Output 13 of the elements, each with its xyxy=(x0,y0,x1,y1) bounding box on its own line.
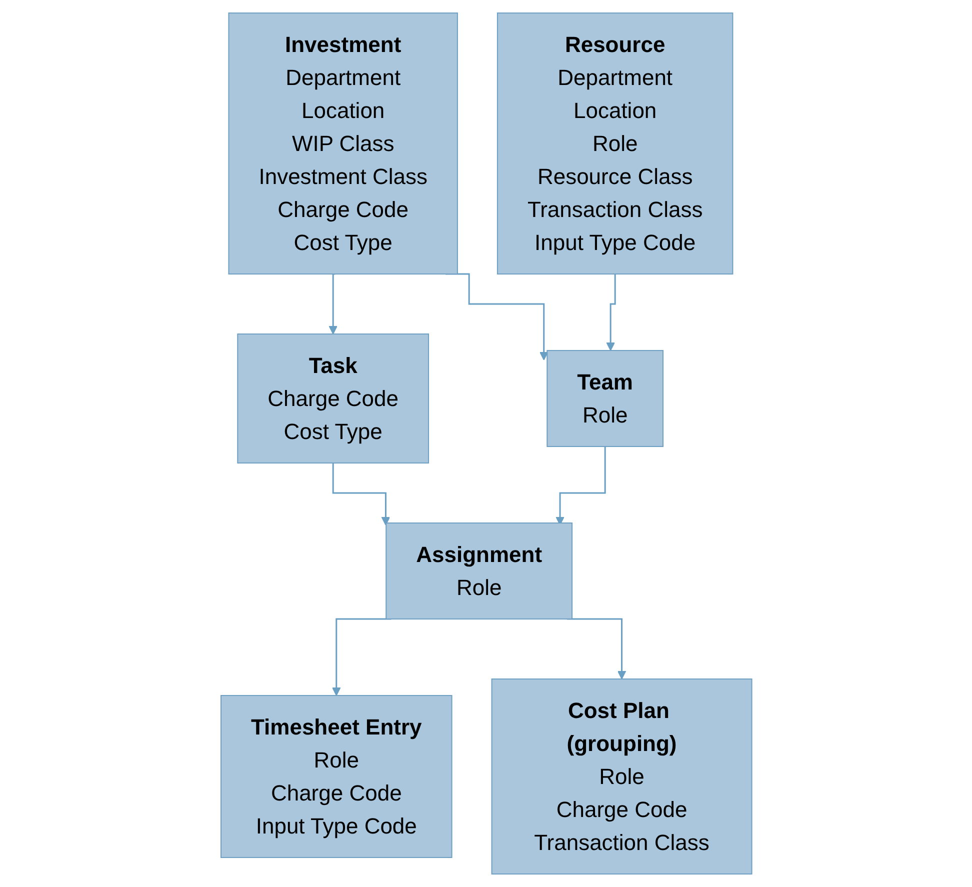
node-box: Cost Plan (grouping) Role Charge Code Transaction Class xyxy=(490,678,752,874)
node-box: Timesheet Entry Role Charge Code Input Type Code xyxy=(220,695,452,858)
node-box: Team Role xyxy=(546,350,664,447)
arrow xyxy=(566,618,626,680)
node-box: Resource Department Location Role Resource Class Transaction Class Input Type Code xyxy=(496,12,733,274)
node-box: Assignment Role xyxy=(385,522,572,620)
node-box: Task Charge Code Cost Type xyxy=(236,334,429,464)
arrow xyxy=(332,618,391,696)
node-box: Investment Department Location WIP Class Investment Class Charge Code Cost Type xyxy=(228,12,458,274)
arrow xyxy=(332,462,390,526)
arrow xyxy=(555,446,606,526)
arrow xyxy=(328,273,338,334)
arrow xyxy=(606,273,616,351)
